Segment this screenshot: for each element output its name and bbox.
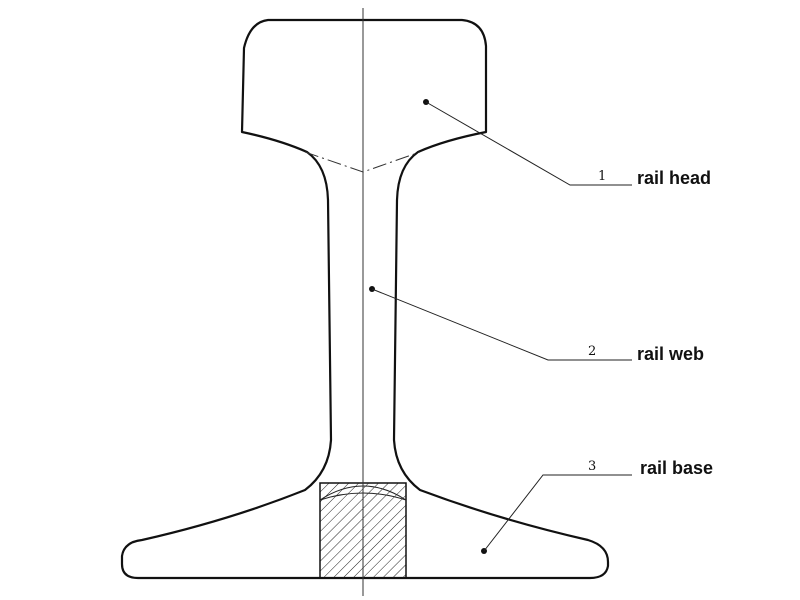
label-number-2: 2 [588,344,596,359]
label-rail-head: rail head [637,168,711,188]
leader-line-3 [483,474,632,552]
label-rail-web: rail web [637,344,704,364]
label-number-1: 1 [598,169,606,184]
label-number-3: 3 [588,459,596,474]
leader-line-1 [425,101,632,186]
rail-outline [120,18,610,580]
leader-line-2 [371,288,632,361]
label-rail-base: rail base [640,458,713,478]
